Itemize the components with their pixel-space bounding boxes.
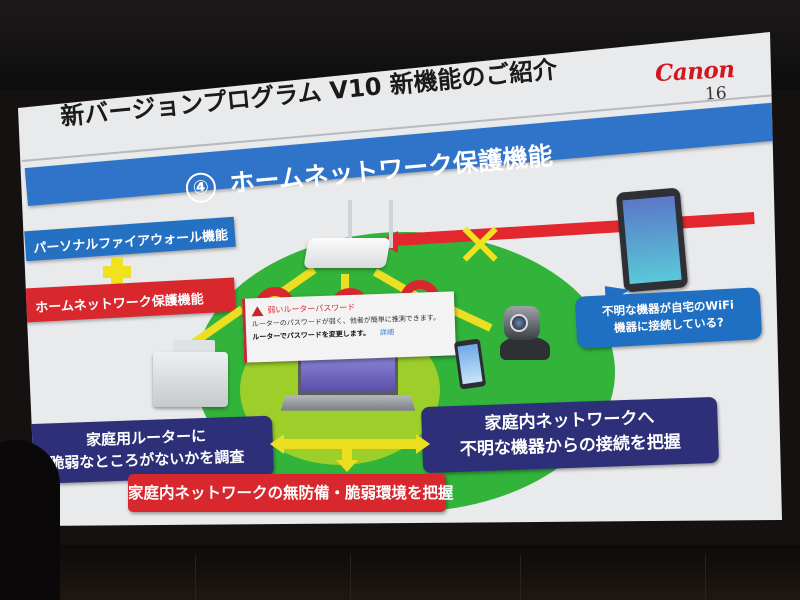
- details-link[interactable]: 詳細: [379, 328, 395, 337]
- arrow-left-icon: [270, 434, 284, 454]
- wall-panel-line: [705, 555, 706, 600]
- wall-panel-line: [350, 555, 351, 600]
- unknown-connection-callout: 家庭内ネットワークへ 不明な機器からの接続を把握: [420, 396, 720, 474]
- camera-lens: [510, 314, 528, 332]
- wall-panel-line: [195, 555, 196, 600]
- down-arrow: [342, 447, 352, 463]
- block-x-icon: ✕: [455, 211, 506, 281]
- unknown-device-bubble: 不明な機器が自宅のWiFi 機器に接続している?: [574, 287, 763, 349]
- section-number-badge: ④: [184, 171, 218, 204]
- room-wall: [0, 545, 800, 600]
- laptop-icon: [298, 355, 398, 395]
- router-antenna: [389, 200, 393, 248]
- warning-icon: [251, 305, 264, 316]
- feature-personal-firewall: パーソナルファイアウォール機能: [24, 216, 236, 262]
- plus-icon: [111, 258, 123, 286]
- blocked-connection-arrow: [394, 212, 755, 246]
- router-icon: [303, 238, 391, 268]
- alert-title: 弱いルーターパスワード: [267, 302, 356, 315]
- printer-icon: [153, 352, 228, 407]
- alert-action: ルーターでパスワードを変更します。: [252, 329, 371, 342]
- canon-logo: Canon: [654, 55, 736, 88]
- wall-panel-line: [520, 555, 521, 600]
- weak-password-alert: 弱いルーターパスワード ルーターのパスワードが弱く、他者が簡単に推測できます。 …: [241, 291, 457, 363]
- summary-banner: 家庭内ネットワークの無防備・脆弱環境を把握: [128, 474, 454, 512]
- tablet-icon: [615, 187, 689, 293]
- arrow-down-icon: [336, 460, 358, 472]
- arrow-right-icon: [416, 434, 430, 454]
- network-camera-icon: [500, 336, 550, 360]
- double-arrow: [282, 439, 418, 449]
- printer-icon: [173, 340, 215, 354]
- router-antenna: [348, 200, 352, 248]
- feature-home-network-protection: ホームネットワーク保護機能: [24, 277, 236, 323]
- laptop-keyboard: [280, 395, 416, 411]
- audience-silhouette: [0, 440, 60, 600]
